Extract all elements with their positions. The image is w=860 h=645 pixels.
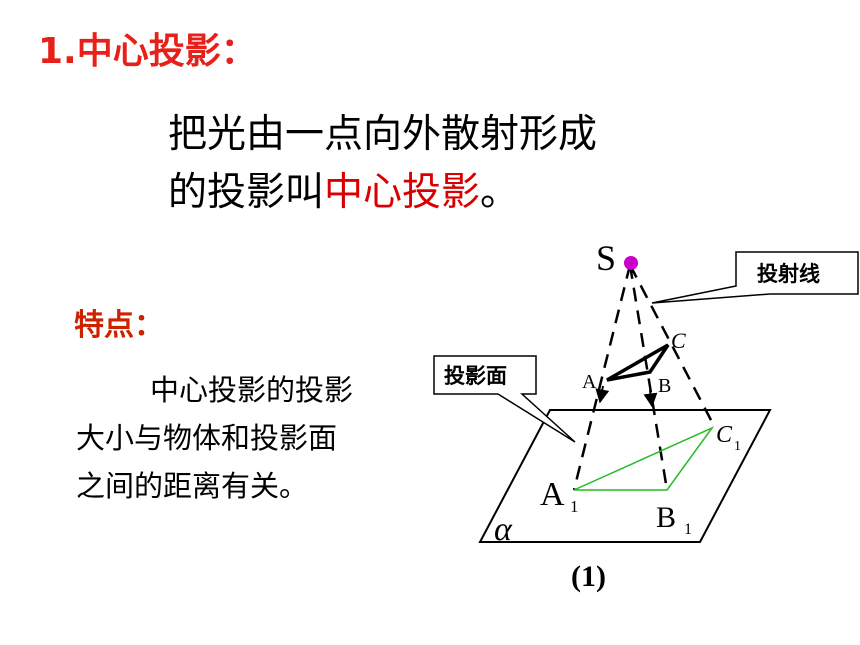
features-line-1: 中心投影的投影 [150, 373, 354, 407]
point-label-A: A [582, 371, 597, 393]
slide-title: 1.中心投影： [38, 31, 257, 72]
ray-to-B1 [628, 264, 669, 491]
features-line-2: 大小与物体和投影面 [76, 421, 338, 455]
source-point-dot [624, 256, 638, 270]
plane-callout-box [433, 355, 576, 443]
definition-term: 中心投影 [324, 170, 481, 215]
definition-line-2: 的投影叫中心投影。 [168, 164, 597, 222]
definition-suffix: 。 [480, 170, 520, 215]
plane-alpha-label: α [494, 511, 513, 548]
plane-callout-label: 投影面 [444, 364, 507, 388]
point-label-A1: A [540, 476, 565, 513]
rays-callout-box [651, 251, 859, 304]
ray-to-C1 [628, 264, 714, 423]
ray-to-A1 [572, 264, 632, 491]
ray-arrow-A [595, 385, 610, 404]
features-heading: 特点： [74, 308, 164, 343]
definition-prefix: 的投影叫 [168, 170, 325, 215]
figure-number: (1) [571, 560, 606, 593]
point-label-B1: B [656, 501, 676, 534]
point-label-B1-sub: 1 [684, 521, 692, 538]
projection-plane [478, 409, 772, 543]
point-label-B: B [658, 375, 671, 397]
features-line-3: 之间的距离有关。 [76, 469, 309, 503]
object-triangle [606, 343, 670, 382]
point-label-A1-sub: 1 [570, 497, 579, 516]
source-point-label: S [596, 238, 616, 278]
features-body: 中心投影的投影 大小与物体和投影面 之间的距离有关。 [76, 366, 353, 510]
definition-line-1: 把光由一点向外散射形成 [168, 112, 598, 157]
definition-text: 把光由一点向外散射形成 的投影叫中心投影。 [168, 106, 597, 222]
ray-arrow-B [643, 389, 658, 408]
projected-triangle [573, 426, 715, 491]
rays-callout-label: 投射线 [757, 262, 820, 286]
point-label-C1: C [716, 422, 733, 448]
point-label-C: C [671, 328, 686, 353]
point-label-C1-sub: 1 [734, 439, 741, 454]
